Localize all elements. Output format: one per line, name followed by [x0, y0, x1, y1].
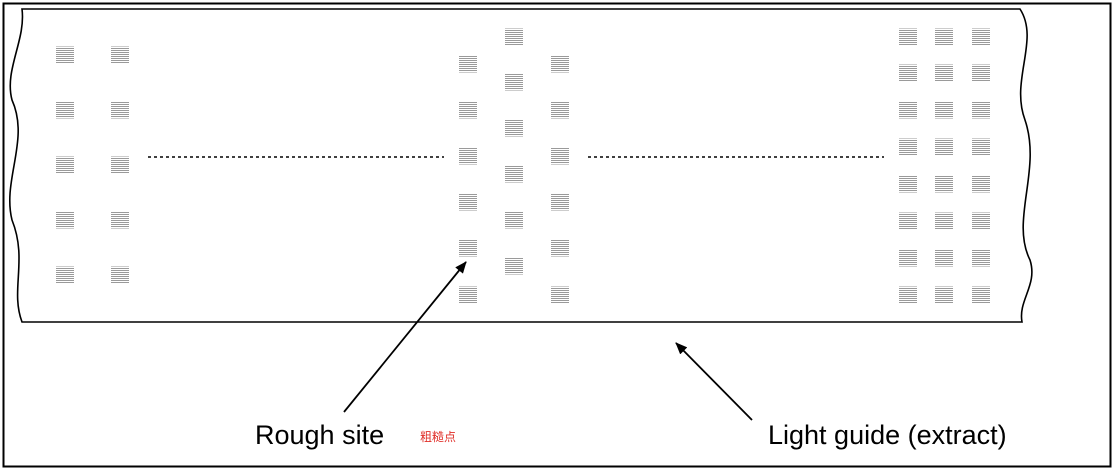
light-guide-arrow	[675, 342, 753, 421]
rough-site-dot	[505, 28, 523, 46]
rough-site-dot	[899, 249, 917, 267]
rough-site-dot	[935, 101, 953, 119]
rough-site-label: Rough site	[255, 420, 385, 450]
rough-site-dot	[459, 147, 477, 165]
rough-site-dot	[551, 286, 569, 304]
rough-site-dot	[551, 147, 569, 165]
rough-site-dots	[56, 28, 990, 304]
rough-site-dot	[899, 286, 917, 304]
rough-site-dot	[972, 101, 990, 119]
rough-site-dot	[111, 266, 129, 284]
rough-site-dot	[899, 138, 917, 156]
rough-site-dot	[935, 28, 953, 46]
rough-site-dot	[899, 28, 917, 46]
rough-site-dot	[972, 286, 990, 304]
rough-site-cjk-note: 粗糙点	[420, 430, 457, 444]
rough-site-dot	[551, 239, 569, 257]
light-guide-label: Light guide (extract)	[768, 420, 1007, 450]
rough-site-dot	[111, 156, 129, 174]
rough-site-dot	[551, 193, 569, 211]
rough-site-dot	[56, 266, 74, 284]
rough-site-dot	[935, 64, 953, 82]
rough-site-dot	[459, 55, 477, 73]
rough-site-dot	[972, 28, 990, 46]
rough-site-arrow	[343, 261, 467, 413]
rough-site-dot	[935, 175, 953, 193]
rough-site-dot	[935, 249, 953, 267]
rough-site-dot	[899, 175, 917, 193]
rough-site-dot	[972, 175, 990, 193]
rough-site-dot	[899, 101, 917, 119]
rough-site-dot	[899, 64, 917, 82]
rough-site-dot	[111, 211, 129, 229]
rough-site-dot	[935, 286, 953, 304]
rough-site-dot	[935, 138, 953, 156]
rough-site-dot	[972, 212, 990, 230]
rough-site-dot	[505, 119, 523, 137]
rough-site-dot	[972, 249, 990, 267]
rough-site-dot	[56, 156, 74, 174]
rough-site-dot	[459, 101, 477, 119]
rough-site-dot	[111, 46, 129, 64]
rough-site-dot	[551, 55, 569, 73]
rough-site-dot	[505, 211, 523, 229]
rough-site-dot	[899, 212, 917, 230]
rough-site-dot	[459, 239, 477, 257]
rough-site-dot	[56, 46, 74, 64]
rough-site-dot	[111, 101, 129, 119]
rough-site-dot	[551, 101, 569, 119]
rough-site-dot	[505, 165, 523, 183]
rough-site-dot	[935, 212, 953, 230]
rough-site-dot	[505, 257, 523, 275]
rough-site-dot	[972, 138, 990, 156]
rough-site-dot	[505, 73, 523, 91]
rough-site-dot	[56, 101, 74, 119]
rough-site-dot	[56, 211, 74, 229]
rough-site-dot	[459, 286, 477, 304]
rough-site-dot	[459, 193, 477, 211]
rough-site-dot	[972, 64, 990, 82]
